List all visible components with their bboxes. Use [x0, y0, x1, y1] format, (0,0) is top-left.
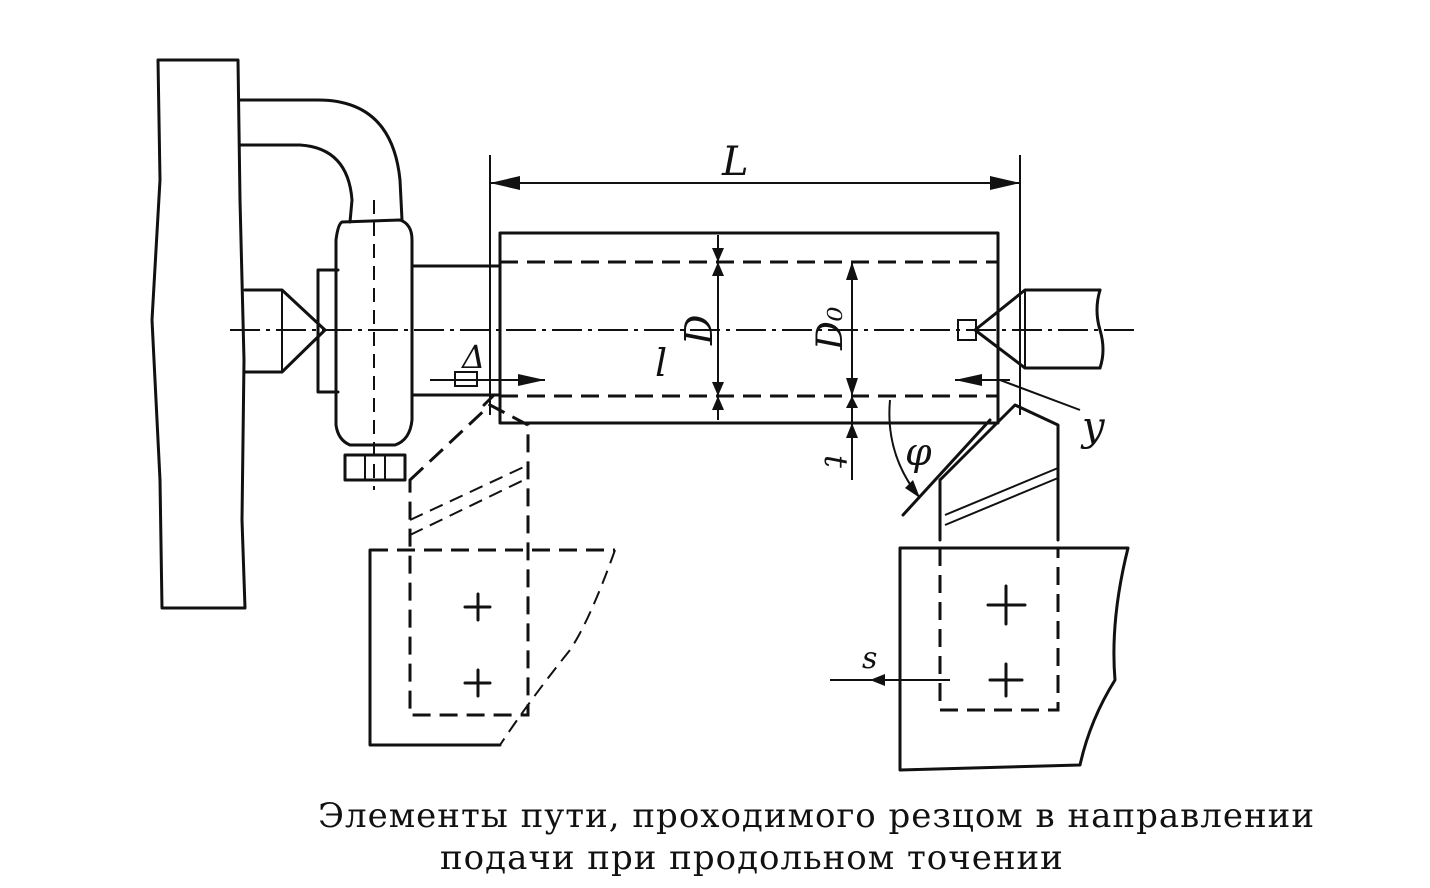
driving-carrier: [238, 98, 414, 490]
toolpost-right: [898, 546, 1130, 772]
angle-phi: [888, 399, 921, 499]
caption-line-1: Элементы пути, проходимого резцом в напр…: [318, 796, 1315, 836]
tool-start-position: [408, 393, 530, 717]
label-y: y: [1080, 404, 1106, 450]
dimension-L: [489, 155, 1021, 415]
toolpost-left: [368, 548, 616, 747]
label-l: l: [655, 341, 667, 385]
caption-line-2: подачи при продольном точении: [440, 838, 1064, 878]
label-phi: φ: [905, 430, 932, 474]
shaft-stub: [410, 264, 502, 397]
headstock: [150, 58, 247, 610]
tool-end-position: [901, 379, 1081, 542]
dimension-D0: [846, 262, 858, 480]
workpiece: [498, 231, 1000, 425]
label-delta: Δ: [460, 338, 485, 376]
label-L: L: [721, 139, 749, 185]
dimension-D: [712, 235, 724, 420]
label-s: s: [862, 641, 877, 676]
label-D0: D₀: [810, 307, 851, 351]
tailstock-center: [957, 288, 1105, 370]
feed-arrow: [830, 674, 950, 686]
label-D: D: [677, 315, 721, 346]
label-t: t: [817, 455, 855, 468]
